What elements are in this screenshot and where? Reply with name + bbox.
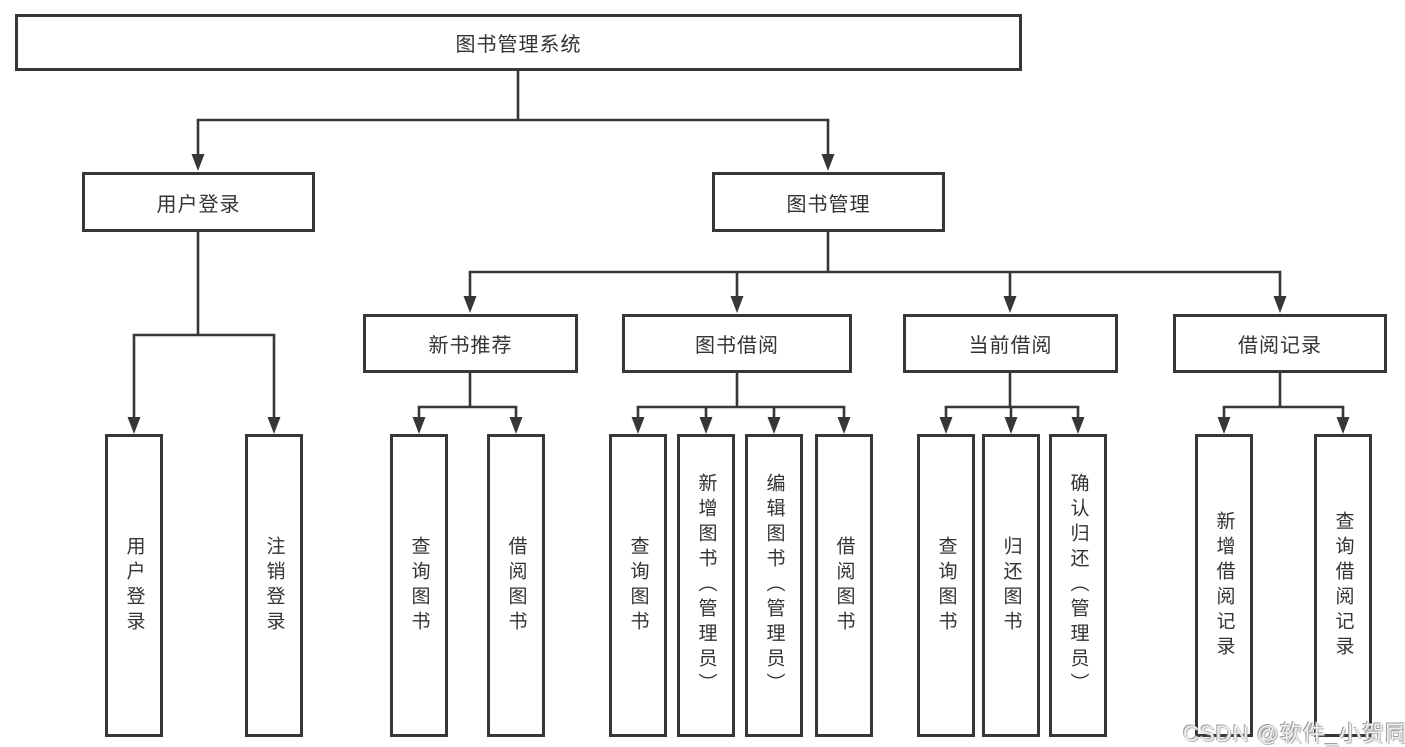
arrow-down-icon xyxy=(191,154,205,171)
node-user-login: 用户登录 xyxy=(82,172,315,232)
branch-new-books xyxy=(412,373,523,434)
node-label: 用户登录 xyxy=(123,535,145,636)
arrow-down-icon xyxy=(463,296,477,313)
leaf-confirm-return-admin: 确认归还（管理员） xyxy=(1049,434,1107,737)
arrow-down-icon xyxy=(1003,296,1017,313)
node-borrow-records: 借阅记录 xyxy=(1173,314,1387,373)
arrow-down-icon xyxy=(267,417,281,434)
node-label: 编辑图书（管理员） xyxy=(763,473,785,698)
node-label: 借阅记录 xyxy=(1238,335,1322,357)
arrow-down-icon xyxy=(1004,417,1018,434)
node-label: 用户登录 xyxy=(156,193,241,216)
arrow-down-icon xyxy=(821,154,835,171)
node-label: 图书管理系统 xyxy=(455,34,582,56)
arrow-down-icon xyxy=(631,417,645,434)
leaf-query-books: 查询图书 xyxy=(917,434,975,737)
node-label: 确认归还（管理员） xyxy=(1067,473,1089,698)
arrow-down-icon xyxy=(939,417,953,434)
branch-book-management xyxy=(463,232,1287,313)
node-label: 新增借阅记录 xyxy=(1213,510,1235,661)
leaf-add-borrow-record: 新增借阅记录 xyxy=(1195,434,1253,737)
node-label: 注销登录 xyxy=(263,535,285,636)
leaf-add-books-admin: 新增图书（管理员） xyxy=(677,434,735,737)
node-label: 新增图书（管理员） xyxy=(695,473,717,698)
node-label: 图书管理 xyxy=(786,193,871,216)
arrow-down-icon xyxy=(1071,417,1085,434)
node-new-book-recommend: 新书推荐 xyxy=(363,314,578,373)
leaf-return-books: 归还图书 xyxy=(982,434,1040,737)
arrow-down-icon xyxy=(127,417,141,434)
node-label: 查询图书 xyxy=(627,535,649,636)
leaf-borrow-books: 借阅图书 xyxy=(487,434,545,737)
node-current-borrow: 当前借阅 xyxy=(903,314,1118,373)
leaf-logout: 注销登录 xyxy=(245,434,303,737)
arrow-down-icon xyxy=(730,296,744,313)
branch-current-borrow xyxy=(939,373,1085,434)
leaf-edit-books-admin: 编辑图书（管理员） xyxy=(745,434,803,737)
node-label: 新书推荐 xyxy=(428,335,513,357)
leaf-borrow-books: 借阅图书 xyxy=(815,434,873,737)
node-label: 查询借阅记录 xyxy=(1332,510,1354,661)
node-book-borrow: 图书借阅 xyxy=(622,314,852,373)
arrow-down-icon xyxy=(1217,417,1231,434)
leaf-query-borrow-record: 查询借阅记录 xyxy=(1314,434,1372,737)
leaf-user-login: 用户登录 xyxy=(105,434,163,737)
node-library-management-system: 图书管理系统 xyxy=(15,14,1022,71)
arrow-down-icon xyxy=(699,417,713,434)
branch-user-login xyxy=(127,232,281,434)
node-label: 查询图书 xyxy=(408,535,430,636)
arrow-down-icon xyxy=(767,417,781,434)
branch-root xyxy=(191,70,835,171)
leaf-query-books: 查询图书 xyxy=(390,434,448,737)
node-label: 当前借阅 xyxy=(968,335,1053,357)
arrow-down-icon xyxy=(837,417,851,434)
leaf-query-books: 查询图书 xyxy=(609,434,667,737)
node-book-management: 图书管理 xyxy=(712,172,945,232)
branch-borrow-records xyxy=(1217,373,1350,434)
node-label: 归还图书 xyxy=(1000,535,1022,636)
arrow-down-icon xyxy=(1273,296,1287,313)
node-label: 查询图书 xyxy=(935,535,957,636)
node-label: 借阅图书 xyxy=(505,535,527,636)
arrow-down-icon xyxy=(1336,417,1350,434)
csdn-watermark: CSDN @软件_小贺同学 xyxy=(1183,721,1405,746)
branch-book-borrow xyxy=(631,373,851,434)
node-label: 借阅图书 xyxy=(833,535,855,636)
node-label: 图书借阅 xyxy=(695,335,779,357)
arrow-down-icon xyxy=(509,417,523,434)
arrow-down-icon xyxy=(412,417,426,434)
